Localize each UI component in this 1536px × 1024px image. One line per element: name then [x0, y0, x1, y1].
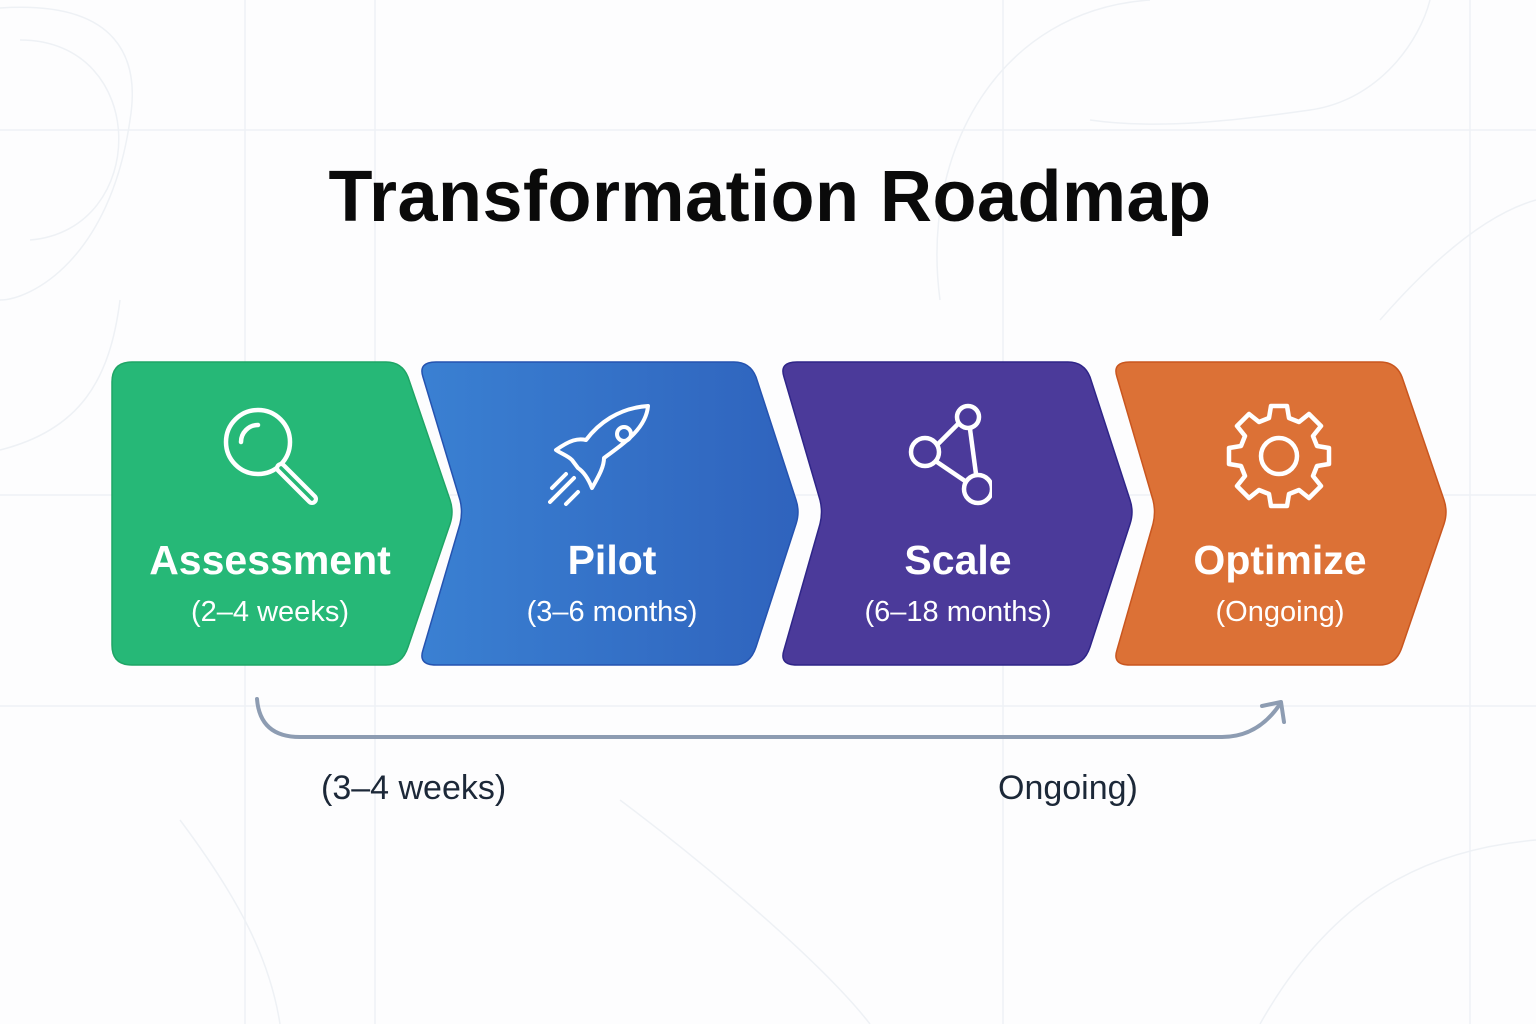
stage-assessment[interactable]: Assessment (2–4 weeks): [112, 362, 428, 666]
stage-duration: (6–18 months): [864, 596, 1052, 628]
timeline-end-label: Ongoing): [998, 769, 1138, 807]
magnifying-glass-icon: [223, 407, 318, 505]
stage-duration: (Ongoing): [1215, 596, 1345, 628]
page-title: Transformation Roadmap: [328, 157, 1212, 237]
stage-pilot[interactable]: Pilot (3–6 months): [452, 362, 772, 666]
stage-scale[interactable]: Scale (6–18 months): [800, 362, 1116, 666]
network-nodes-icon: [908, 403, 992, 506]
stage-label: Optimize: [1193, 537, 1367, 583]
gear-icon: [1226, 403, 1332, 509]
timeline-start-label: (3–4 weeks): [321, 769, 507, 807]
stage-optimize[interactable]: Optimize (Ongoing): [1135, 362, 1425, 666]
stage-label: Scale: [904, 537, 1012, 583]
stage-label: Pilot: [567, 537, 657, 583]
stage-duration: (3–6 months): [526, 596, 698, 628]
rocket-icon: [548, 404, 650, 506]
stage-label: Assessment: [149, 537, 391, 583]
stage-duration: (2–4 weeks): [191, 596, 349, 628]
